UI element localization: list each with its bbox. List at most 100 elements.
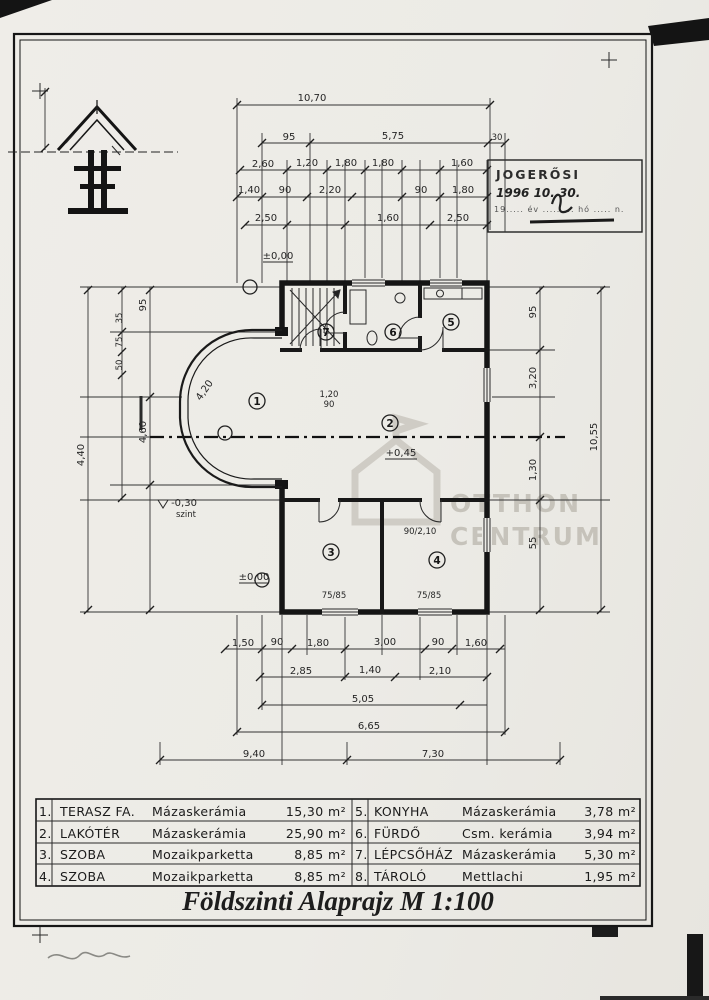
dim-label: 2,50 [447, 213, 469, 224]
dim-label: 6,65 [358, 721, 380, 732]
legend-name: SZOBA [60, 869, 106, 884]
dim-label: 75/85 [417, 591, 442, 601]
dim-label: 35 [115, 313, 125, 324]
terrace-railing [178, 328, 282, 489]
legend-num: 1. [39, 804, 52, 819]
dim-label: 55 [528, 537, 539, 550]
svg-text:5: 5 [447, 317, 454, 329]
elevation-label: -0,30 [171, 498, 197, 509]
dim-label: 10,70 [298, 93, 327, 104]
legend-name: TERASZ FA. [59, 804, 135, 819]
dim-label: 90 [415, 185, 428, 196]
staircase [289, 288, 341, 346]
dim-label: 7,30 [422, 749, 444, 760]
legend-area: 3,94 m² [584, 826, 636, 841]
dim-label: 30 [492, 133, 503, 143]
fixtures [349, 287, 483, 346]
dim-label: 1,40 [238, 185, 260, 196]
dim-label: 1,20 [320, 390, 339, 400]
legend-num: 4. [39, 869, 52, 884]
room-label-1: 1 [248, 392, 266, 410]
legend-name: FÜRDŐ [374, 825, 421, 841]
dimension-labels: 10,70 95 5,75 30 2,60 1,20 1,80 1,80 1,6… [76, 93, 600, 760]
dim-label: 1,60 [451, 158, 473, 169]
room-number-labels: 1 2 3 4 5 6 7 [248, 313, 460, 569]
svg-text:4: 4 [433, 555, 440, 567]
legend-name: LÉPCSŐHÁZ [374, 847, 453, 862]
dim-label: 9,40 [243, 749, 265, 760]
legend-area: 25,90 m² [286, 826, 346, 841]
dim-label: 90 [432, 637, 445, 648]
room-label-6: 6 [384, 323, 402, 341]
svg-text:3: 3 [327, 547, 334, 559]
dim-label: 1,60 [377, 213, 399, 224]
dim-label: 2,50 [255, 213, 277, 224]
dim-label: 2,60 [252, 159, 274, 170]
room-label-2: 2 [381, 414, 399, 432]
legend-material: Mettlachi [462, 869, 523, 884]
legend-name: KONYHA [374, 804, 429, 819]
legend-area: 3,78 m² [584, 804, 636, 819]
dim-label: 4,20 [194, 378, 216, 403]
legend-name: LAKÓTÉR [60, 826, 120, 841]
drawing-border [12, 32, 654, 928]
dim-label: 5,75 [382, 131, 404, 142]
svg-text:6: 6 [389, 327, 396, 339]
elevation-label: ±0,00 [239, 572, 270, 583]
svg-text:7: 7 [322, 327, 329, 339]
dim-label: 1,80 [335, 158, 357, 169]
legend-table: 1. TERASZ FA. Mázaskerámia 15,30 m² 2. L… [35, 798, 641, 887]
dim-label: 95 [283, 132, 296, 143]
svg-text:1: 1 [253, 396, 260, 408]
room-label-5: 5 [442, 313, 460, 331]
legend-name: SZOBA [60, 847, 106, 862]
dim-label: 1,20 [296, 158, 318, 169]
legend-name: TÁROLÓ [373, 869, 427, 884]
legend-num: 7. [355, 847, 368, 862]
elevation-label: szint [176, 510, 197, 520]
dim-label: 1,50 [232, 638, 254, 649]
legend-num: 8. [355, 869, 368, 884]
legend-area: 15,30 m² [286, 804, 346, 819]
stamp-signature [550, 193, 573, 214]
legend-area: 8,85 m² [294, 869, 346, 884]
dim-label: 2,85 [290, 666, 312, 677]
dim-label: 10,55 [589, 423, 600, 452]
watermark-text-2: CENTRUM [450, 522, 602, 551]
dim-label: 90 [324, 400, 335, 410]
legend-num: 6. [355, 826, 368, 841]
dim-label: 2,10 [429, 666, 451, 677]
legend-num: 3. [39, 847, 52, 862]
stamp-title: JOGERŐSI [495, 167, 580, 182]
dim-label: 90 [271, 637, 284, 648]
dim-label: 2,20 [319, 185, 341, 196]
legend-num: 2. [39, 826, 52, 841]
windows [322, 278, 492, 617]
dim-label: 75 [115, 337, 125, 348]
dim-label: 1,80 [452, 185, 474, 196]
legend-area: 5,30 m² [584, 847, 636, 862]
dim-label: 1,80 [372, 158, 394, 169]
legend-material: Mázaskerámia [152, 826, 247, 841]
dim-label: 3,00 [374, 637, 396, 648]
legend-material: Mozaikparketta [152, 869, 254, 884]
dim-label: 4,40 [76, 444, 87, 466]
dim-label: 1,60 [465, 638, 487, 649]
room-label-3: 3 [322, 543, 340, 561]
legend-area: 1,95 m² [584, 869, 636, 884]
legend-area: 8,85 m² [294, 847, 346, 862]
elevation-label: +0,45 [386, 448, 417, 459]
gable-detail [8, 87, 178, 214]
building-walls [275, 280, 490, 615]
dimension-ticks [83, 100, 606, 765]
room-label-7: 7 [317, 323, 335, 341]
legend-material: Mozaikparketta [152, 847, 254, 862]
dim-label: 1,80 [307, 638, 329, 649]
dimension-chains [80, 98, 610, 765]
legend-material: Csm. kerámia [462, 826, 553, 841]
elevation-symbols [139, 261, 417, 584]
dim-label: 5,05 [352, 694, 374, 705]
